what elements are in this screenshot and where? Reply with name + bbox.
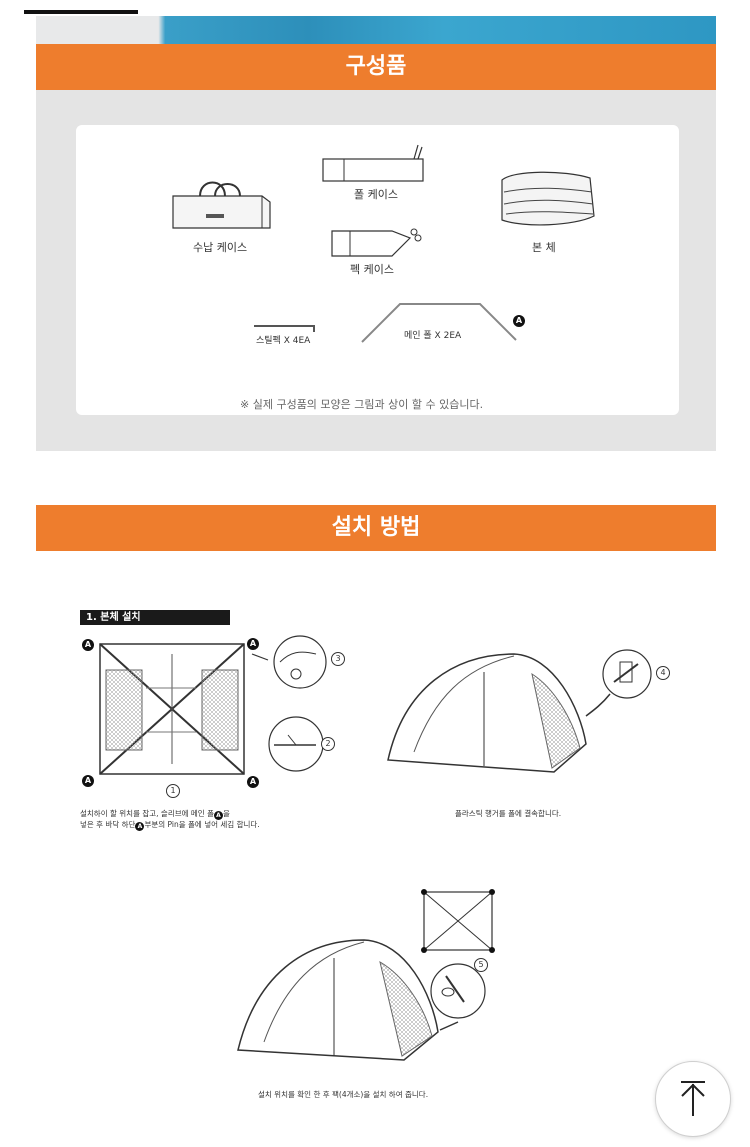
storage-case-illustration <box>172 181 271 229</box>
detail-arrow-5 <box>439 1021 459 1031</box>
step-number-2: 2 <box>321 737 335 751</box>
scroll-top-button[interactable] <box>655 1061 731 1137</box>
step-number-5: 5 <box>474 958 488 972</box>
components-title: 구성품 <box>36 44 716 90</box>
inline-marker-a-2: A <box>135 822 145 831</box>
pole-marker-a: A <box>513 315 525 327</box>
detail-peg-illustration <box>430 963 486 1019</box>
product-photo-edge <box>36 16 716 44</box>
peg-case-illustration <box>331 228 422 257</box>
tent-body-label: 본 체 <box>532 241 556 254</box>
main-pole-illustration <box>361 303 517 343</box>
step-number-4: 4 <box>656 666 670 680</box>
corner-marker-a-1: A <box>82 639 94 651</box>
corner-marker-a-4: A <box>247 776 259 788</box>
inline-marker-a: A <box>214 811 223 820</box>
install-title: 설치 방법 <box>36 505 716 551</box>
tent-floorplan-diagram <box>99 643 245 775</box>
caption-1a: 설치하이 할 위치를 잡고, 슬리브에 메인 폴 <box>80 809 214 818</box>
tent-body-illustration <box>501 171 595 226</box>
main-pole-label: 메인 폴 X 2EA <box>404 331 462 341</box>
pole-case-label: 폴 케이스 <box>354 188 398 201</box>
corner-marker-a-3: A <box>82 775 94 787</box>
caption-1b: 을 <box>223 809 230 818</box>
tent-dome-diagram-1 <box>387 653 587 773</box>
caption-step-2: 플라스틱 행거를 폴에 결속합니다. <box>455 809 562 818</box>
caption-1c: 넣은 후 바닥 하단 <box>80 820 136 829</box>
components-note: ※ 실제 구성품의 모양은 그림과 상이 할 수 있습니다. <box>240 398 484 411</box>
tent-floorplan-small <box>421 889 495 953</box>
detail-sleeve-illustration <box>268 716 324 772</box>
arrow-up-icon <box>681 1081 705 1116</box>
peg-case-label: 펙 케이스 <box>350 263 394 276</box>
steel-peg-label: 스틸펙 X 4EA <box>256 336 311 346</box>
steel-peg-illustration <box>254 325 315 332</box>
detail-arrow-4 <box>585 693 611 717</box>
step-number-1: 1 <box>166 784 180 798</box>
detail-arrow-3 <box>251 653 269 661</box>
detail-pin-illustration <box>273 635 327 689</box>
pole-case-illustration <box>322 144 424 182</box>
caption-step-3: 설치 위치를 확인 한 후 팩(4개소)을 설치 하여 줍니다. <box>258 1090 429 1099</box>
caption-1d: 부분의 Pin을 폴에 넣어 세김 합니다. <box>144 820 260 829</box>
tent-dome-diagram-2 <box>237 939 439 1061</box>
step-number-3: 3 <box>331 652 345 666</box>
top-strip <box>0 0 750 16</box>
storage-case-label: 수납 케이스 <box>193 241 248 254</box>
top-divider <box>24 10 138 14</box>
step-1-title: 1. 본체 설치 <box>80 610 230 625</box>
corner-marker-a-2: A <box>247 638 259 650</box>
detail-hanger-illustration <box>602 649 652 699</box>
